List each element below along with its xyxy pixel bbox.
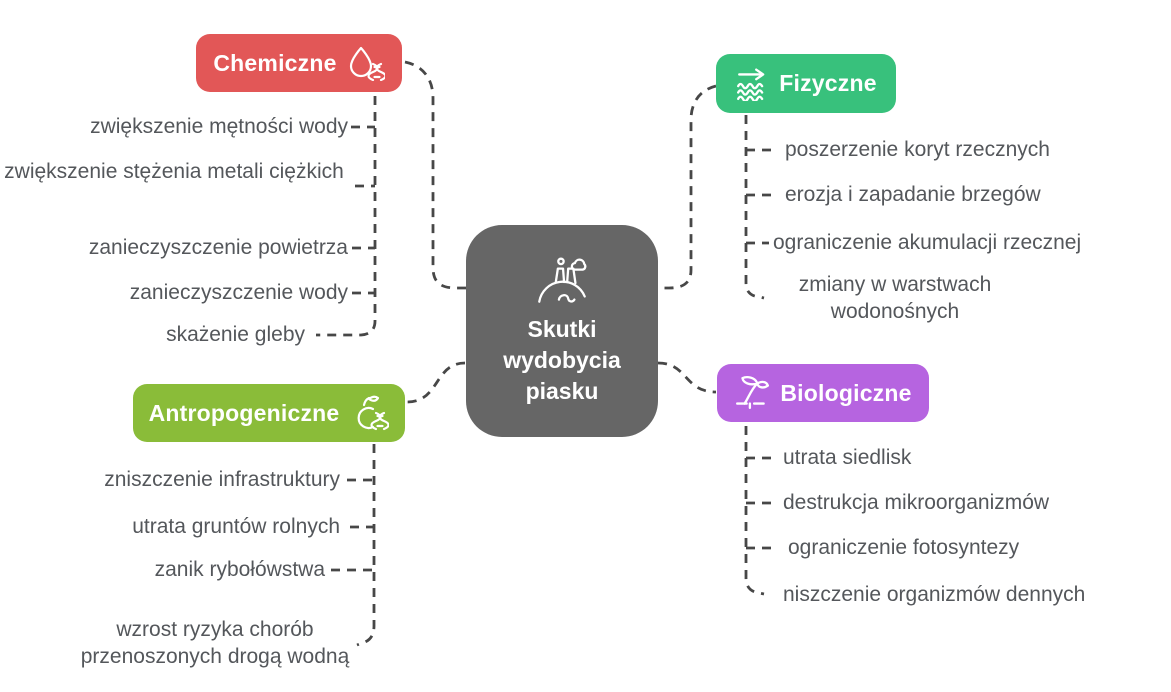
branch-label-fizyczne: Fizyczne xyxy=(779,70,877,96)
item-fizyczne-3[interactable]: ograniczenie akumulacji rzecznej xyxy=(773,231,1082,254)
item-fizyczne-1[interactable]: poszerzenie koryt rzecznych xyxy=(785,138,1050,161)
sand-mining-icon xyxy=(531,256,593,306)
connector-center-biologiczne xyxy=(657,361,717,394)
droplet-dna-icon xyxy=(347,45,385,81)
connector-chemiczne-center xyxy=(404,60,466,290)
center-node-label: Skutki wydobycia piasku xyxy=(503,315,621,404)
branch-label-antropogeniczne: Antropogeniczne xyxy=(148,399,340,426)
branch-node-chemiczne[interactable]: Chemiczne xyxy=(196,34,402,92)
item-antropogeniczne-2[interactable]: utrata gruntów rolnych xyxy=(132,515,340,538)
item-biologiczne-3[interactable]: ograniczenie fotosyntezy xyxy=(788,536,1020,559)
item-antropogeniczne-3[interactable]: zanik rybołówstwa xyxy=(154,558,325,581)
water-current-icon xyxy=(735,67,769,101)
item-biologiczne-1[interactable]: utrata siedlisk xyxy=(783,446,912,469)
item-chemiczne-3[interactable]: zanieczyszczenie powietrza xyxy=(88,236,348,259)
apple-dna-icon xyxy=(349,393,390,433)
connector-fizyczne-center xyxy=(659,84,717,290)
item-chemiczne-5[interactable]: skażenie gleby xyxy=(166,323,305,346)
branch-node-biologiczne[interactable]: Biologiczne xyxy=(717,364,929,422)
branch-node-fizyczne[interactable]: Fizyczne xyxy=(716,54,896,113)
branch-label-chemiczne: Chemiczne xyxy=(213,49,337,76)
item-antropogeniczne-1[interactable]: zniszczenie infrastruktury xyxy=(104,468,340,491)
item-fizyczne-2[interactable]: erozja i zapadanie brzegów xyxy=(785,183,1041,206)
sprout-icon xyxy=(734,375,770,411)
item-chemiczne-4[interactable]: zanieczyszczenie wody xyxy=(129,281,348,304)
item-fizyczne-4[interactable]: zmiany w warstwach wodonośnych xyxy=(798,273,992,323)
item-chemiczne-2[interactable]: zwiększenie stężenia metali ciężkich xyxy=(4,160,344,183)
item-biologiczne-4[interactable]: niszczenie organizmów dennych xyxy=(783,583,1086,606)
center-node[interactable]: Skutki wydobycia piasku xyxy=(466,225,658,437)
connector-center-antropogeniczne xyxy=(406,361,466,404)
branch-node-antropogeniczne[interactable]: Antropogeniczne xyxy=(133,384,405,442)
branch-label-biologiczne: Biologiczne xyxy=(780,379,912,406)
item-biologiczne-2[interactable]: destrukcja mikroorganizmów xyxy=(783,491,1050,514)
item-antropogeniczne-4[interactable]: wzrost ryzyka chorób przenoszonych drogą… xyxy=(80,618,350,668)
item-chemiczne-1[interactable]: zwiększenie mętności wody xyxy=(90,115,348,138)
